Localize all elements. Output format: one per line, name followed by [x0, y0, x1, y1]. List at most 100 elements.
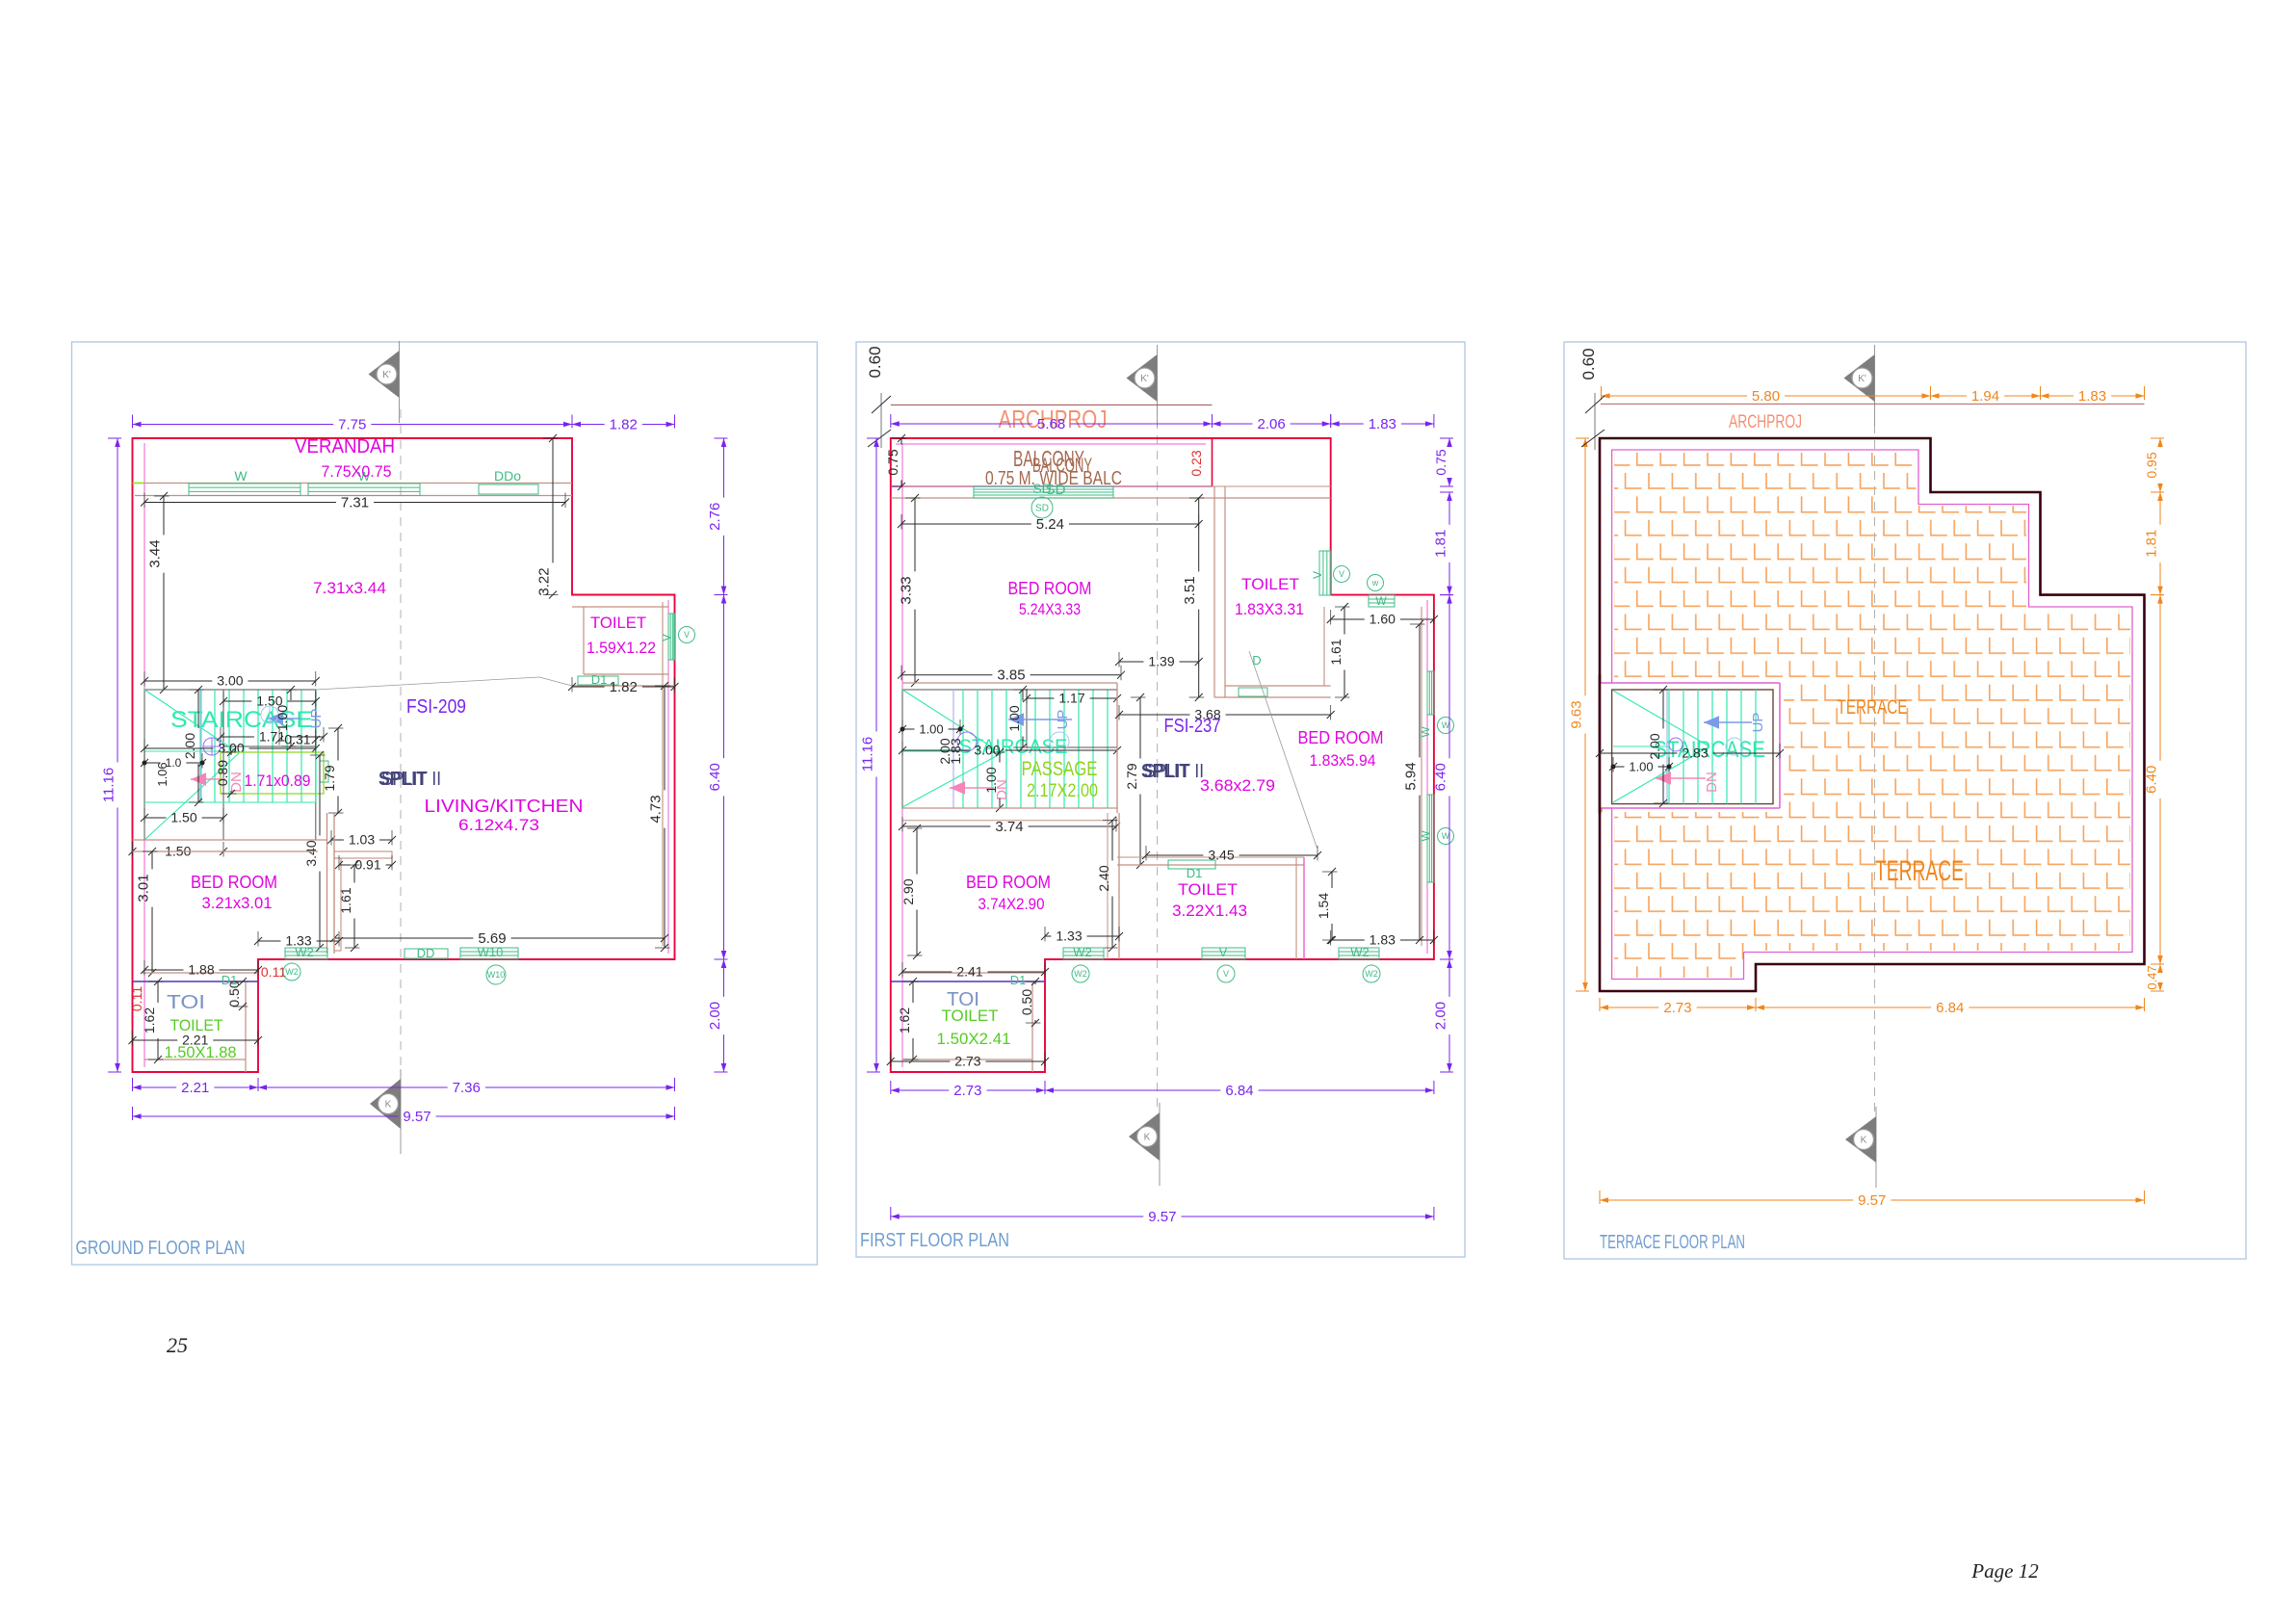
svg-text:W2: W2 — [1365, 969, 1378, 979]
svg-text:1.83: 1.83 — [1369, 416, 1396, 432]
svg-text:W2: W2 — [1073, 945, 1092, 959]
svg-text:3.00: 3.00 — [217, 673, 243, 689]
svg-text:1.71: 1.71 — [259, 729, 285, 745]
svg-text:5.80: 5.80 — [1752, 388, 1780, 405]
svg-text:7.31: 7.31 — [341, 494, 369, 510]
svg-text:5.69: 5.69 — [478, 930, 506, 947]
svg-text:0.60: 0.60 — [1579, 348, 1598, 379]
svg-text:2.21: 2.21 — [181, 1080, 209, 1096]
svg-text:1.00: 1.00 — [919, 721, 943, 736]
svg-text:3.68x2.79: 3.68x2.79 — [1200, 776, 1275, 795]
svg-text:2.73: 2.73 — [1663, 1000, 1691, 1016]
svg-text:TERRACE: TERRACE — [1875, 855, 1964, 887]
svg-text:4.73: 4.73 — [648, 795, 665, 823]
svg-text:3.51: 3.51 — [1182, 576, 1198, 604]
svg-text:0.89: 0.89 — [215, 760, 230, 786]
svg-text:SD: SD — [1046, 482, 1066, 498]
svg-text:6.12x4.73: 6.12x4.73 — [458, 816, 539, 834]
svg-text:D1: D1 — [1010, 973, 1027, 987]
svg-text:3.00: 3.00 — [974, 743, 1000, 758]
svg-text:2.73: 2.73 — [954, 1054, 980, 1069]
svg-text:BED ROOM: BED ROOM — [1298, 728, 1384, 747]
svg-text:1.83: 1.83 — [2078, 388, 2106, 405]
svg-text:1.62: 1.62 — [142, 1007, 157, 1033]
svg-text:2.83: 2.83 — [1682, 746, 1708, 761]
svg-text:0.50: 0.50 — [1019, 989, 1034, 1015]
svg-text:LIVING/KITCHEN: LIVING/KITCHEN — [425, 797, 584, 816]
svg-text:2.40: 2.40 — [1096, 865, 1111, 891]
svg-text:K': K' — [1140, 374, 1149, 384]
svg-text:W2: W2 — [1350, 945, 1370, 959]
svg-text:7.31x3.44: 7.31x3.44 — [313, 579, 386, 597]
svg-text:1.50: 1.50 — [170, 810, 196, 825]
svg-text:7.75: 7.75 — [338, 416, 366, 432]
svg-text:DDo: DDo — [494, 468, 521, 484]
svg-text:Page 12: Page 12 — [1970, 1559, 2039, 1583]
svg-text:3.01: 3.01 — [136, 874, 152, 902]
svg-text:W: W — [1375, 594, 1387, 608]
svg-text:BED ROOM: BED ROOM — [966, 873, 1051, 892]
svg-text:0.11: 0.11 — [261, 964, 286, 980]
svg-text:UP: UP — [308, 709, 325, 729]
svg-text:3.45: 3.45 — [1208, 848, 1234, 863]
svg-text:1.00: 1.00 — [1006, 705, 1022, 731]
svg-text:1.0: 1.0 — [166, 756, 182, 770]
svg-text:6.40: 6.40 — [707, 763, 723, 791]
svg-text:1.81: 1.81 — [2144, 530, 2160, 558]
svg-text:2.41: 2.41 — [956, 964, 982, 980]
svg-text:9.57: 9.57 — [1858, 1192, 1886, 1209]
svg-text:1.88: 1.88 — [188, 962, 214, 978]
svg-text:W10: W10 — [478, 945, 504, 959]
svg-text:BALCONY: BALCONY — [1013, 446, 1084, 471]
svg-text:0.47: 0.47 — [2145, 965, 2159, 989]
svg-text:BALCONY: BALCONY — [1032, 455, 1092, 477]
svg-text:7.36: 7.36 — [453, 1080, 481, 1096]
svg-text:2.76: 2.76 — [707, 503, 723, 531]
svg-text:3.21x3.01: 3.21x3.01 — [202, 894, 273, 912]
svg-text:0.50: 0.50 — [226, 981, 242, 1007]
svg-text:1.94: 1.94 — [1971, 388, 1999, 405]
svg-text:FSI-237: FSI-237 — [1164, 716, 1221, 737]
svg-text:0.31: 0.31 — [284, 732, 310, 747]
svg-text:9.63: 9.63 — [1569, 700, 1585, 728]
svg-text:TERRACE FLOOR PLAN: TERRACE FLOOR PLAN — [1600, 1232, 1745, 1253]
svg-text:5.68: 5.68 — [1037, 416, 1065, 432]
svg-text:STAIRCASE: STAIRCASE — [959, 736, 1068, 758]
svg-text:2.00: 2.00 — [182, 733, 197, 759]
svg-text:UP: UP — [1055, 710, 1071, 730]
svg-text:0.75 M. WIDE BALC: 0.75 M. WIDE BALC — [985, 468, 1122, 489]
svg-text:SPLIT: SPLIT — [1141, 761, 1189, 782]
svg-text:1.00: 1.00 — [983, 767, 999, 793]
svg-text:ARCHPROJ: ARCHPROJ — [1729, 412, 1802, 432]
svg-text:1.82: 1.82 — [610, 679, 638, 695]
svg-text:VERANDAH: VERANDAH — [295, 436, 395, 458]
svg-text:V: V — [1219, 945, 1228, 959]
svg-text:2.79: 2.79 — [1124, 763, 1139, 789]
svg-text:V: V — [1311, 571, 1324, 579]
svg-text:2.21: 2.21 — [182, 1033, 208, 1048]
svg-text:2.00: 2.00 — [937, 738, 952, 764]
svg-text:0.23: 0.23 — [1188, 450, 1204, 476]
svg-text:1.61: 1.61 — [338, 887, 353, 913]
svg-text:11.16: 11.16 — [860, 737, 876, 772]
svg-text:V: V — [1223, 969, 1229, 979]
svg-text:3.44: 3.44 — [147, 539, 164, 567]
svg-text:1.00: 1.00 — [274, 705, 290, 731]
svg-text:3.40: 3.40 — [303, 840, 319, 866]
svg-text:GROUND FLOOR PLAN: GROUND FLOOR PLAN — [76, 1238, 246, 1259]
svg-text:0.75: 0.75 — [885, 449, 900, 475]
svg-text:TOILET: TOILET — [1241, 575, 1299, 593]
svg-text:3.74X2.90: 3.74X2.90 — [978, 895, 1045, 913]
svg-text:3.74: 3.74 — [995, 819, 1023, 835]
svg-text:W: W — [1442, 720, 1450, 730]
svg-text:TOI: TOI — [947, 989, 979, 1010]
svg-text:ARCHPROJ: ARCHPROJ — [999, 405, 1108, 433]
svg-text:K': K' — [1858, 374, 1866, 384]
svg-text:1.50X2.41: 1.50X2.41 — [937, 1030, 1011, 1048]
svg-text:1.82: 1.82 — [610, 416, 638, 432]
svg-text:6.40: 6.40 — [2144, 766, 2160, 794]
svg-text:3.22X1.43: 3.22X1.43 — [1172, 902, 1247, 920]
svg-text:1.50: 1.50 — [256, 693, 282, 709]
svg-text:5.24X3.33: 5.24X3.33 — [1019, 600, 1081, 618]
svg-text:D1: D1 — [222, 973, 238, 987]
